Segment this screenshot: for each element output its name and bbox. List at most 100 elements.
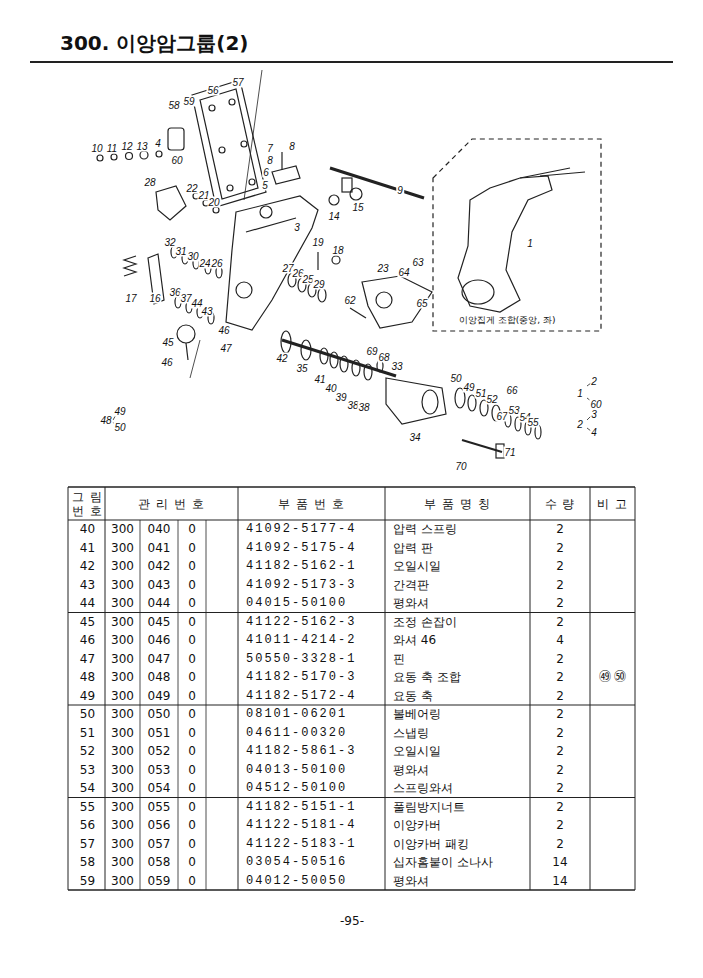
callout-number: 38 (357, 402, 370, 413)
serial-code: 048 (148, 670, 171, 684)
part-name: 핀 (393, 652, 405, 666)
quantity: 2 (556, 670, 564, 684)
group-code: 300 (111, 578, 134, 592)
quantity: 14 (552, 874, 567, 888)
serial-code: 042 (148, 559, 171, 573)
table-cell: 50 (70, 705, 105, 724)
part-name: 이앙카버 (393, 818, 441, 832)
part-name: 풀림방지너트 (393, 800, 465, 814)
quantity: 2 (556, 596, 564, 610)
part-number: 41122-5181-4 (246, 818, 356, 832)
table-cell: 와셔 46 (385, 631, 530, 650)
table-cell: 052 (140, 742, 178, 761)
part-number: 41122-5183-1 (246, 837, 356, 851)
serial-code: 051 (148, 726, 171, 740)
table-cell: 스프링와셔 (385, 779, 530, 798)
quantity: 2 (556, 615, 564, 629)
part-number: 41182-5172-4 (246, 689, 356, 703)
table-cell: 53 (70, 761, 105, 780)
callout-number: 46 (160, 357, 173, 368)
quantity: 2 (556, 652, 564, 666)
callout-number: 16 (148, 293, 161, 304)
quantity: 2 (556, 744, 564, 758)
revision: 0 (188, 707, 196, 721)
table-cell: 41092-5175-4 (238, 539, 385, 558)
revision: 0 (188, 800, 196, 814)
callout-number: 1 (576, 388, 584, 399)
part-name: 요동 축 조합 (393, 670, 461, 684)
table-cell: 볼베어링 (385, 705, 530, 724)
table-cell: 300 (105, 705, 140, 724)
group-code: 300 (111, 559, 134, 573)
table-cell: 300 (105, 668, 140, 687)
table-cell: 0 (178, 835, 206, 854)
callout-number: 55 (526, 417, 539, 428)
quantity: 2 (556, 707, 564, 721)
part-name: 압력 판 (393, 541, 433, 555)
group-code: 300 (111, 707, 134, 721)
row-number: 56 (80, 818, 95, 832)
row-number: 53 (80, 763, 95, 777)
revision: 0 (188, 596, 196, 610)
part-name: 스프링와셔 (393, 781, 453, 795)
table-cell: 52 (70, 742, 105, 761)
quantity: 4 (556, 633, 564, 647)
revision: 0 (188, 855, 196, 869)
serial-code: 059 (148, 874, 171, 888)
part-name: 오일시일 (393, 744, 441, 758)
table-cell: 수 량 (530, 487, 590, 520)
group-code: 300 (111, 726, 134, 740)
callout-number: 7 (266, 143, 274, 154)
table-cell: 2 (530, 539, 590, 558)
table-header: 비 고 (597, 497, 628, 511)
table-cell: 300 (105, 835, 140, 854)
table-cell: 56 (70, 816, 105, 835)
revision: 0 (188, 578, 196, 592)
part-number: 41092-5173-3 (246, 578, 356, 592)
table-cell: 300 (105, 613, 140, 632)
serial-code: 044 (148, 596, 171, 610)
revision: 0 (188, 633, 196, 647)
revision: 0 (188, 541, 196, 555)
row-number: 49 (80, 689, 95, 703)
table-cell: ㊾ ㊿ (590, 668, 635, 687)
callout-number: 20 (207, 197, 220, 208)
row-number: 59 (80, 874, 95, 888)
table-cell: 41182-5170-3 (238, 668, 385, 687)
table-cell: 조정 손잡이 (385, 613, 530, 632)
part-number: 41182-5170-3 (246, 670, 356, 684)
part-number: 03054-50516 (246, 855, 347, 869)
callout-number: 6 (262, 167, 270, 178)
serial-code: 058 (148, 855, 171, 869)
remark: ㊾ ㊿ (599, 670, 627, 684)
table-cell: 2 (530, 835, 590, 854)
row-number: 50 (80, 707, 95, 721)
part-name: 평와셔 (393, 874, 429, 888)
table-cell: 50550-3328-1 (238, 650, 385, 669)
serial-code: 056 (148, 818, 171, 832)
table-cell: 0 (178, 557, 206, 576)
table-header: 그 림 번 호 (70, 490, 105, 518)
table-cell: 57 (70, 835, 105, 854)
group-code: 300 (111, 652, 134, 666)
group-code: 300 (111, 837, 134, 851)
table-cell: 300 (105, 594, 140, 613)
callout-number: 49 (113, 406, 126, 417)
group-code: 300 (111, 855, 134, 869)
table-cell: 2 (530, 724, 590, 743)
table-cell: 41 (70, 539, 105, 558)
row-number: 52 (80, 744, 95, 758)
table-cell: 십자홈붙이 소나사 (385, 853, 530, 872)
table-cell: 59 (70, 872, 105, 891)
table-cell: 부 품 명 칭 (385, 487, 530, 520)
table-cell: 0 (178, 520, 206, 539)
callout-number: 52 (485, 394, 498, 405)
table-cell: 300 (105, 742, 140, 761)
table-cell: 간격판 (385, 576, 530, 595)
table-cell: 오일시일 (385, 742, 530, 761)
quantity: 2 (556, 781, 564, 795)
row-number: 48 (80, 670, 95, 684)
callout-number: 50 (113, 422, 126, 433)
table-cell: 048 (140, 668, 178, 687)
table-cell: 54 (70, 779, 105, 798)
